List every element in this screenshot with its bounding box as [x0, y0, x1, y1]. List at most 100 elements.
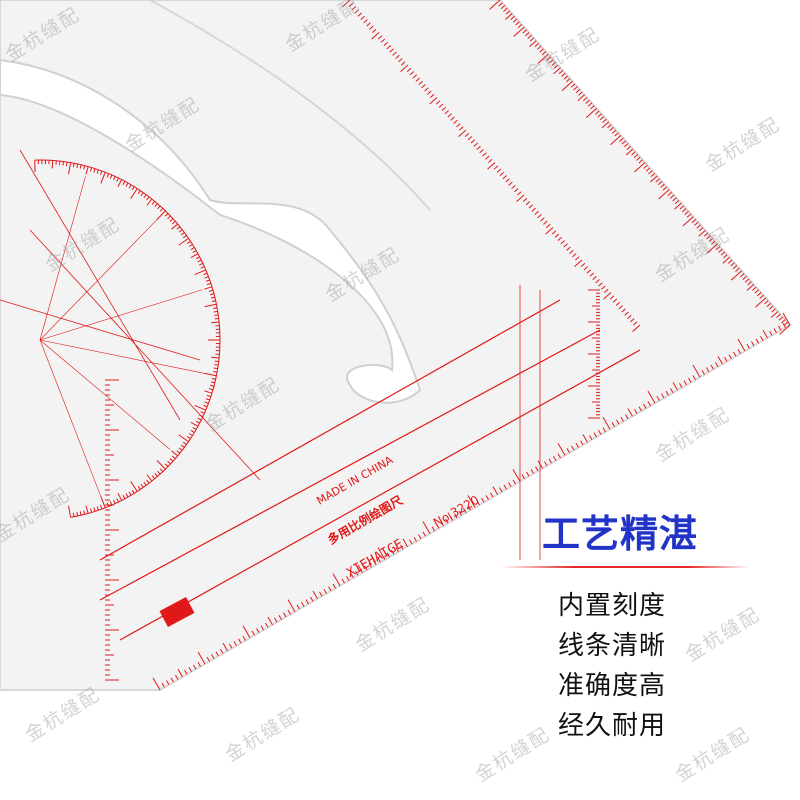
tick-mark — [589, 272, 594, 277]
tick-mark — [400, 544, 404, 550]
tick-mark — [406, 67, 412, 72]
protractor-tick — [100, 170, 103, 175]
tick-mark — [643, 403, 647, 409]
tick-mark — [618, 305, 623, 310]
protractor-tick — [65, 161, 68, 167]
tick-mark — [197, 661, 201, 667]
protractor-tick — [206, 394, 212, 398]
tick-mark — [470, 139, 476, 144]
tick-mark — [598, 282, 603, 287]
guide-line — [99, 299, 561, 561]
protractor-tick — [116, 177, 119, 182]
tick-mark — [626, 145, 631, 150]
promo-line-1: 内置刻度 — [558, 591, 667, 621]
tick-mark — [722, 256, 730, 264]
tick-mark — [402, 538, 408, 547]
protractor-tick — [194, 269, 206, 276]
tick-mark — [737, 338, 746, 352]
tick-mark — [512, 18, 518, 23]
protractor-tick — [131, 489, 135, 494]
protractor-tick — [178, 434, 189, 443]
tick-mark — [429, 97, 438, 105]
tick-mark — [580, 440, 584, 446]
tick-mark — [746, 284, 755, 291]
tick-mark — [476, 145, 481, 150]
tick-mark — [543, 220, 548, 225]
tick-mark — [265, 622, 269, 628]
tick-mark — [627, 314, 632, 319]
tick-mark — [598, 429, 602, 435]
protractor-tick — [100, 496, 106, 508]
tick-mark — [380, 38, 386, 43]
tick-mark — [643, 164, 648, 169]
tick-mark — [489, 0, 501, 10]
tick-mark — [440, 521, 444, 527]
tick-mark — [755, 297, 767, 308]
tick-mark — [435, 100, 441, 105]
tick-mark — [595, 110, 600, 115]
protractor-tick — [211, 377, 216, 380]
tick-mark — [625, 414, 629, 420]
tick-mark — [633, 321, 638, 326]
protractor-tick — [79, 511, 82, 516]
protractor-arc — [34, 159, 221, 518]
tick-mark — [351, 6, 357, 11]
tick-mark — [287, 599, 296, 613]
tick-mark — [580, 262, 586, 267]
protractor-tick — [209, 293, 215, 296]
protractor-tick — [190, 430, 195, 433]
tick-mark — [573, 86, 578, 91]
tick-mark — [571, 445, 575, 451]
protractor-tick — [171, 220, 176, 225]
tick-mark — [773, 328, 777, 334]
french-curve-cutout — [0, 58, 422, 404]
tick-mark — [377, 547, 386, 560]
tick-mark — [782, 323, 786, 328]
tick-mark — [633, 154, 639, 159]
tick-mark — [482, 152, 487, 157]
tick-mark — [516, 194, 525, 203]
protractor-tick — [176, 226, 181, 230]
tick-mark — [553, 67, 561, 75]
protractor-tick — [180, 444, 185, 448]
protractor-tick — [204, 401, 209, 404]
protractor-tick — [146, 196, 150, 201]
tick-mark — [525, 201, 531, 206]
tick-mark — [541, 51, 547, 56]
tick-mark — [355, 570, 359, 576]
tick-mark — [524, 32, 530, 37]
tick-mark — [592, 275, 597, 280]
tick-mark — [354, 9, 360, 14]
guide-line — [0, 299, 201, 361]
protractor-tick — [154, 473, 158, 477]
tick-mark — [771, 308, 776, 313]
protractor-tick — [130, 481, 138, 492]
protractor-tick — [180, 232, 185, 236]
tick-mark — [450, 116, 455, 121]
protractor-tick — [83, 165, 86, 170]
tick-mark — [672, 197, 677, 202]
promo-line-2: 线条清晰 — [558, 631, 667, 661]
tick-mark — [570, 83, 576, 88]
tick-mark — [762, 329, 768, 339]
tick-mark — [233, 641, 237, 646]
tick-mark — [479, 149, 484, 154]
tick-mark — [569, 249, 574, 254]
tick-mark — [493, 165, 499, 170]
protractor-tick — [83, 510, 86, 515]
tick-mark — [551, 61, 556, 66]
protractor-tick — [210, 296, 215, 299]
tick-mark — [427, 90, 432, 95]
curve-edge — [149, 0, 431, 211]
protractor-tick — [164, 213, 169, 217]
tick-mark — [602, 427, 606, 433]
tick-mark — [619, 137, 624, 142]
tick-mark — [398, 58, 403, 63]
tick-mark — [287, 609, 291, 615]
tick-mark — [759, 294, 764, 299]
protractor-tick — [204, 286, 213, 290]
tick-mark — [604, 288, 609, 293]
protractor-tick — [213, 367, 218, 370]
tick-mark — [688, 377, 692, 383]
tick-mark — [537, 45, 542, 50]
